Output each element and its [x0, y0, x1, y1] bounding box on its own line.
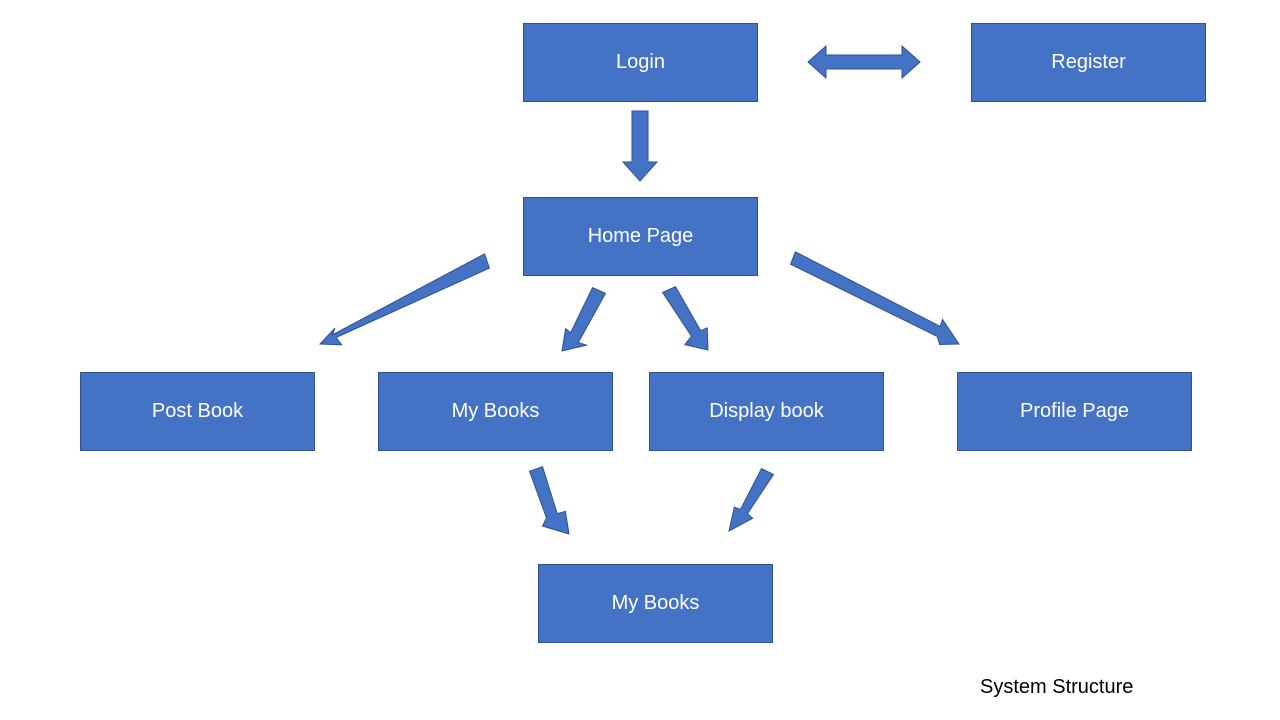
node-login-label: Login	[616, 51, 665, 73]
node-my-books-label: My Books	[451, 400, 540, 422]
arrow-display-book-to-my-books-bottom	[728, 467, 775, 532]
arrow-home-to-post-book	[318, 253, 491, 346]
node-my-books: My Books	[378, 372, 613, 451]
arrow-login-to-home	[621, 110, 659, 182]
arrow-home-to-my-books	[561, 286, 607, 352]
node-post-book-label: Post Book	[151, 400, 244, 422]
arrow-home-to-display-book	[661, 285, 709, 351]
node-register: Register	[971, 23, 1206, 102]
node-register-label: Register	[1051, 51, 1126, 73]
node-home-page-label: Home Page	[587, 225, 694, 247]
arrow-my-books-to-my-books-bottom	[528, 466, 570, 535]
node-profile-page-label: Profile Page	[1020, 400, 1129, 422]
node-my-books-bottom-label: My Books	[611, 592, 700, 614]
node-post-book: Post Book	[80, 372, 315, 451]
node-profile-page: Profile Page	[957, 372, 1192, 451]
node-home-page: Home Page	[523, 197, 758, 276]
node-display-book: Display book	[649, 372, 884, 451]
node-login: Login	[523, 23, 758, 102]
node-display-book-label: Display book	[709, 400, 824, 422]
node-my-books-bottom: My Books	[538, 564, 773, 643]
arrow-login-register	[807, 44, 921, 80]
diagram-caption: System Structure	[980, 676, 1134, 698]
arrow-home-to-profile-page	[789, 251, 960, 346]
